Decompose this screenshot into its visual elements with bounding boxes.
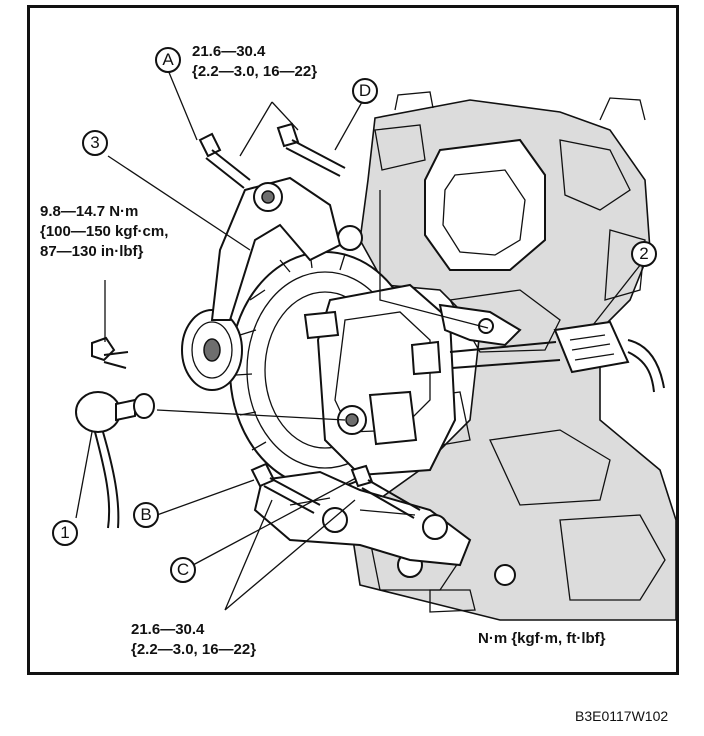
callout-a: A: [155, 47, 181, 73]
ground-nut: [91, 336, 129, 369]
alternator-illustration: [181, 176, 522, 567]
torque-top-line1: 21.6—30.4: [192, 43, 266, 60]
diagram-frame: [27, 5, 679, 675]
callout-c: C: [170, 557, 196, 583]
torque-left-line1: 9.8—14.7 N·m: [40, 203, 139, 220]
torque-bottom-label: 21.6—30.4 {2.2—3.0, 16—22}: [131, 620, 256, 660]
torque-left-line2: {100—150 kgf·cm,: [40, 223, 169, 240]
bolt-b: [250, 462, 321, 514]
leader-lines: [75, 69, 642, 611]
units-label: N·m {kgf·m, ft·lbf}: [478, 630, 606, 647]
bolt-a: [198, 132, 251, 189]
torque-left-label: 9.8—14.7 N·m {100—150 kgf·cm, 87—130 in·…: [40, 202, 168, 262]
bolt-d: [276, 122, 346, 177]
bolt-c: [350, 464, 421, 519]
torque-left-line3: 87—130 in·lbf}: [40, 243, 144, 260]
torque-top-label: 21.6—30.4 {2.2—3.0, 16—22}: [192, 42, 317, 82]
figure-code: B3E0117W102: [575, 708, 669, 724]
torque-bottom-line1: 21.6—30.4: [131, 621, 205, 638]
torque-bottom-line2: {2.2—3.0, 16—22}: [131, 641, 257, 658]
callout-3: 3: [82, 130, 108, 156]
ground-wire: [75, 391, 155, 529]
callout-d: D: [352, 78, 378, 104]
engine-block-illustration: [337, 91, 677, 621]
callout-1: 1: [52, 520, 78, 546]
callout-b: B: [133, 502, 159, 528]
torque-top-line2: {2.2—3.0, 16—22}: [192, 63, 318, 80]
connector-harness: [449, 320, 665, 393]
callout-2: 2: [631, 241, 657, 267]
